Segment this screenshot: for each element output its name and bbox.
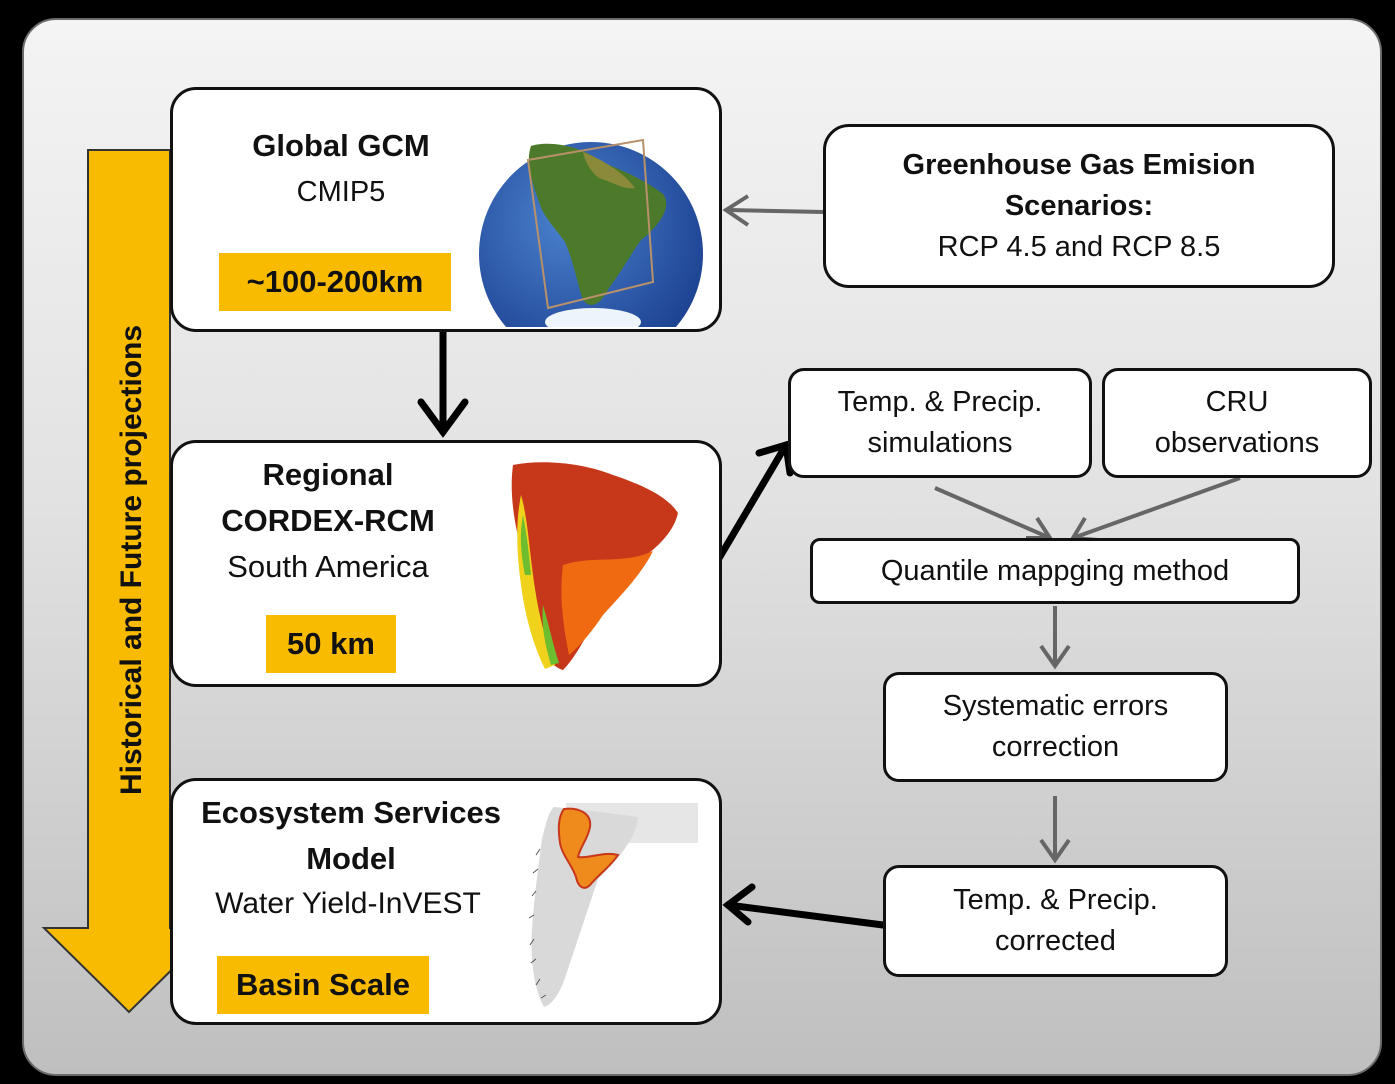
systematic-errors-box: Systematic errors correction [883, 672, 1228, 782]
corrected-line2: corrected [995, 925, 1116, 957]
ess-title-line2: Model [306, 841, 396, 876]
ghg-title-line2: Scenarios: [1004, 189, 1154, 222]
cru-line1: CRU [1205, 386, 1269, 418]
patagonia-map-icon [528, 803, 698, 1007]
south-america-map-icon [511, 462, 678, 670]
timeline-label: Historical and Future projections [115, 324, 148, 796]
rcm-title-line2: CORDEX-RCM [221, 503, 435, 538]
rcm-title-line1: Regional [262, 457, 394, 492]
rcm-resolution-badge: 50 km [266, 615, 396, 673]
arrow-cru-to-quantile [1069, 476, 1241, 542]
gcm-subtitle: CMIP5 [296, 176, 386, 208]
gcm-title: Global GCM [252, 128, 430, 163]
ess-resolution-badge: Basin Scale [217, 956, 429, 1014]
simulations-box: Temp. & Precip. simulations [788, 368, 1092, 478]
arrow-simulations-to-quantile [934, 486, 1054, 540]
ess-title-line1: Ecosystem Services [201, 795, 501, 830]
simulations-line1: Temp. & Precip. [837, 386, 1043, 418]
globe-icon [479, 138, 703, 327]
ghg-title-line1: Greenhouse Gas Emision [902, 148, 1256, 181]
simulations-line2: simulations [867, 427, 1013, 459]
rcm-subtitle: South America [227, 549, 429, 584]
arrow-quantile-to-systematic [1039, 606, 1071, 670]
rcm-box: Regional CORDEX-RCM South America 50 km [170, 440, 722, 687]
systematic-line2: correction [991, 731, 1120, 763]
systematic-line1: Systematic errors [942, 690, 1169, 722]
ghg-scenarios-box: Greenhouse Gas Emision Scenarios: RCP 4.… [823, 124, 1335, 288]
cru-observations-box: CRU observations [1102, 368, 1372, 478]
cru-line2: observations [1154, 427, 1320, 459]
quantile-label: Quantile mappging method [880, 554, 1230, 587]
corrected-box: Temp. & Precip. corrected [883, 865, 1228, 977]
arrow-rcm-to-simulations [714, 440, 794, 564]
gcm-box: Global GCM CMIP5 ~100-200km [170, 87, 722, 332]
ghg-scenarios: RCP 4.5 and RCP 8.5 [937, 230, 1221, 263]
arrow-systematic-to-corrected [1039, 796, 1071, 864]
quantile-mapping-box: Quantile mappging method [810, 538, 1300, 604]
corrected-line1: Temp. & Precip. [953, 884, 1158, 916]
gcm-resolution-badge: ~100-200km [219, 253, 451, 311]
arrow-gcm-to-rcm [417, 328, 469, 438]
ess-box: Ecosystem Services Model Water Yield-InV… [170, 778, 722, 1025]
arrow-ghg-to-gcm [722, 194, 824, 227]
arrow-corrected-to-ess [722, 883, 887, 929]
ess-subtitle: Water Yield-InVEST [215, 887, 481, 920]
